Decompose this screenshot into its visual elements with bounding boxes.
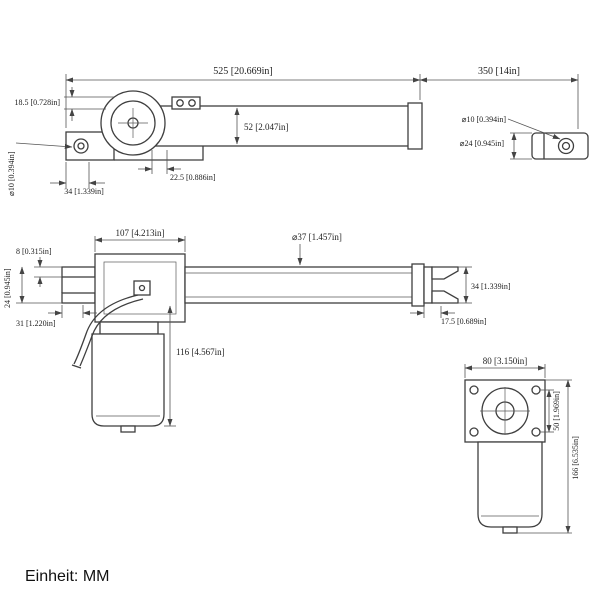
- dim-front-hole-dia-label: ⌀10 [0.394in]: [462, 115, 507, 124]
- dim-total-height: 166 [6.535in]: [517, 379, 580, 534]
- rod-end-clevis: [531, 132, 589, 160]
- dim-flange-width-label: 80 [3.150in]: [483, 356, 528, 366]
- cable-gland-hole: [138, 284, 146, 292]
- rod-fork-bottom-jaw: [431, 290, 459, 304]
- bolt-hole: [188, 99, 196, 107]
- dim-rear-span: 34 [1.339in]: [50, 162, 105, 196]
- unit-note: Einheit: MM: [25, 568, 109, 585]
- dim-total-height-label: 166 [6.535in]: [571, 436, 580, 480]
- dim-body-height-label: 52 [2.047in]: [244, 122, 289, 132]
- outer-tube: [184, 266, 421, 304]
- gear-housing-inner: [110, 100, 156, 146]
- dim-top-offset-label: 18.5 [0.728in]: [14, 98, 60, 107]
- dim-pivot-offset: 22.5 [0.886in]: [138, 150, 216, 182]
- dim-stroke-length-label: 350 [14in]: [478, 66, 520, 77]
- gearbox-inner: [103, 261, 177, 315]
- housing-base-outline: [114, 146, 204, 161]
- motor-body: [91, 333, 165, 427]
- dim-rear-span-label: 34 [1.339in]: [64, 187, 104, 196]
- dim-clevis-width: 24 [0.945in]: [3, 266, 62, 308]
- dim-slot-width-label: 8 [0.315in]: [16, 247, 52, 256]
- dim-overall-length-label: 525 [20.669in]: [213, 66, 272, 77]
- dim-clevis-width-label: 24 [0.945in]: [3, 268, 12, 308]
- motor-end-stub: [502, 526, 518, 534]
- side-view-geometry: [65, 90, 589, 161]
- tube-collar: [411, 263, 425, 307]
- top-view: 107 [4.213in] ⌀37 [1.457in]: [3, 228, 511, 433]
- dim-gearbox-length: 107 [4.213in]: [94, 228, 186, 252]
- rear-hole-inner: [77, 142, 85, 150]
- rod-fork-top-jaw: [431, 266, 459, 280]
- dim-motor-height: 116 [4.567in]: [164, 305, 225, 427]
- dim-fork-span-label: 34 [1.339in]: [471, 282, 511, 291]
- rod-fork-base: [423, 266, 433, 304]
- dim-front-head-dia: ⌀24 [0.945in]: [460, 132, 532, 160]
- dim-rear-length: 31 [1.220in]: [16, 305, 97, 328]
- dim-rear-length-label: 31 [1.220in]: [16, 319, 56, 328]
- dim-fork-depth-label: 17.5 [0.689in]: [441, 317, 487, 326]
- dim-top-offset: 18.5 [0.728in]: [14, 87, 114, 121]
- dim-overall-length: 525 [20.669in]: [65, 66, 579, 129]
- dim-rear-hole-dia-label: ⌀10 [0.394in]: [7, 151, 16, 196]
- flange-bolt-hole: [469, 427, 479, 437]
- end-view-geometry: [464, 379, 546, 534]
- side-view: 525 [20.669in] 350 [14in]: [7, 66, 589, 196]
- dim-bolt-spacing: 50 [1.969in]: [540, 389, 561, 433]
- bolt-hole: [176, 99, 184, 107]
- rod-end-hole-inner: [561, 141, 571, 151]
- dim-slot-width: 8 [0.315in]: [16, 247, 62, 287]
- motor-neck: [99, 321, 159, 335]
- motor-stub: [120, 425, 136, 433]
- rear-fork-top-prong: [61, 266, 96, 278]
- cable-gland: [133, 280, 151, 296]
- dim-motor-height-label: 116 [4.567in]: [176, 347, 225, 357]
- top-view-geometry: [61, 253, 459, 433]
- dim-gearbox-length-label: 107 [4.213in]: [116, 228, 165, 238]
- dim-front-head-dia-label: ⌀24 [0.945in]: [460, 139, 505, 148]
- front-collar: [407, 102, 423, 150]
- motor-end-view: 80 [3.150in] 50 [1.969in] 166: [464, 356, 580, 534]
- dim-fork-span: 34 [1.339in]: [458, 266, 511, 304]
- dim-front-hole-dia: ⌀10 [0.394in]: [462, 115, 561, 140]
- rear-fork-bottom-prong: [61, 292, 96, 304]
- power-cable: [79, 298, 144, 367]
- flange-bolt-hole: [469, 385, 479, 395]
- rear-hole: [73, 138, 89, 154]
- dim-flange-width: 80 [3.150in]: [464, 356, 546, 378]
- power-cable: [73, 294, 139, 365]
- dim-pivot-offset-label: 22.5 [0.886in]: [170, 173, 216, 182]
- dim-body-height: 52 [2.047in]: [234, 107, 289, 145]
- dim-fork-depth: 17.5 [0.689in]: [410, 306, 487, 326]
- dim-tube-dia-label: ⌀37 [1.457in]: [292, 232, 342, 242]
- motor-can: [477, 441, 543, 528]
- dim-bolt-spacing-label: 50 [1.969in]: [552, 391, 561, 431]
- rod-end-hole: [557, 137, 575, 155]
- dim-stroke-length: 350 [14in]: [419, 66, 579, 83]
- dim-tube-dia: ⌀37 [1.457in]: [292, 232, 342, 266]
- dim-rear-hole-dia: ⌀10 [0.394in]: [7, 142, 73, 196]
